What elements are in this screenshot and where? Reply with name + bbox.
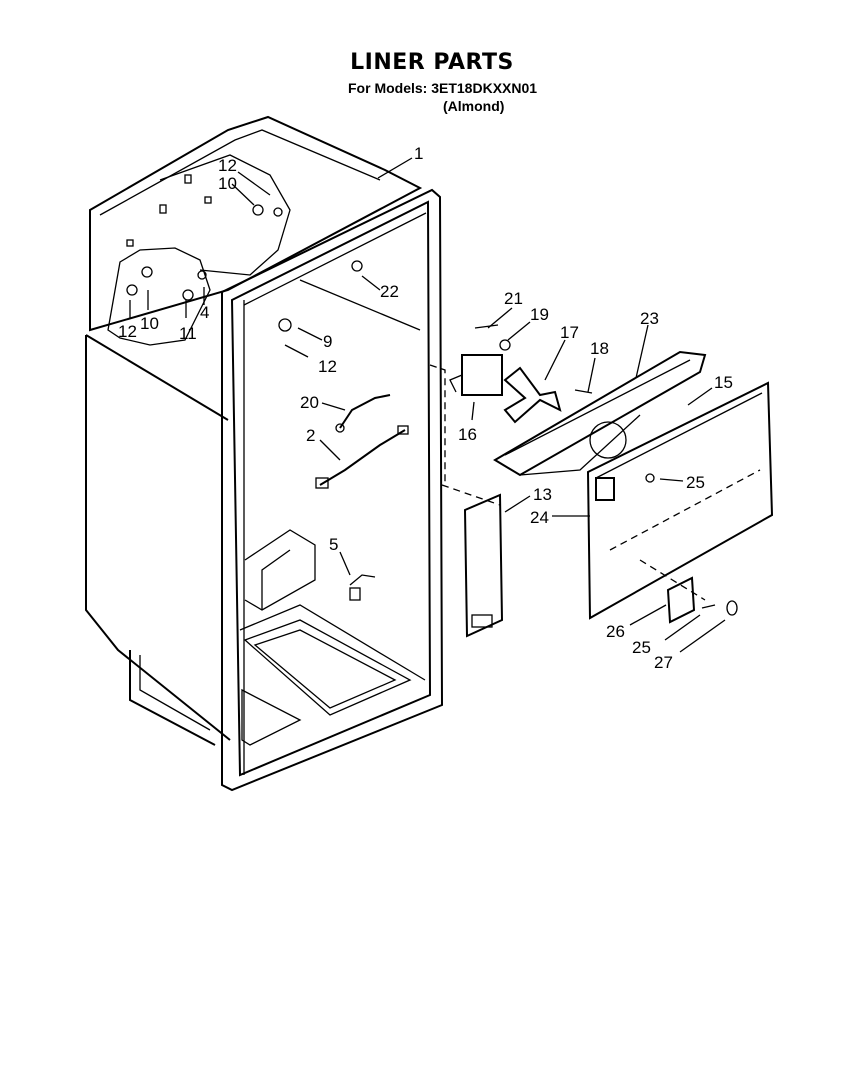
callout-22: 22: [380, 282, 399, 301]
callout-9: 9: [323, 332, 332, 351]
callout-4: 4: [200, 303, 209, 322]
callout-17: 17: [560, 323, 579, 342]
evaporator-cover: [493, 350, 707, 477]
callout-15: 15: [714, 373, 733, 392]
top-fasteners: [126, 174, 363, 332]
color-variant: (Almond): [443, 98, 505, 114]
callout-26: 26: [606, 622, 625, 641]
callout-23: 23: [640, 309, 659, 328]
callout-21: 21: [504, 289, 523, 308]
callout-20: 20: [300, 393, 319, 412]
callout-11: 11: [179, 324, 197, 343]
callout-12: 12: [318, 357, 337, 376]
rear-panel: [586, 381, 774, 620]
callout-18: 18: [590, 339, 609, 358]
callout-25: 25: [632, 638, 651, 657]
internal-components: [315, 394, 409, 601]
callout-19: 19: [530, 305, 549, 324]
fan-motor-assembly: [449, 324, 593, 424]
air-duct: [463, 493, 504, 638]
leader-lines: [129, 157, 726, 653]
callout-12: 12: [218, 156, 237, 175]
callout-24: 24: [530, 508, 549, 527]
model-number: For Models: 3ET18DKXXN01: [348, 80, 538, 96]
lower-bracket: [645, 473, 738, 624]
callout-12: 12: [118, 322, 137, 341]
callout-labels: 1 12 10 22 4 12 10 11 9 12 20 2 5 21 19 …: [118, 144, 733, 672]
callout-5: 5: [329, 535, 338, 554]
callout-10: 10: [140, 314, 159, 333]
diagram-title: LINER PARTS: [350, 50, 514, 75]
callout-13: 13: [533, 485, 552, 504]
callout-25: 25: [686, 473, 705, 492]
callout-27: 27: [654, 653, 673, 672]
callout-10: 10: [218, 174, 237, 193]
callout-1: 1: [414, 144, 423, 163]
callout-2: 2: [306, 426, 315, 445]
callout-16: 16: [458, 425, 477, 444]
liner-cabinet: [85, 115, 501, 792]
